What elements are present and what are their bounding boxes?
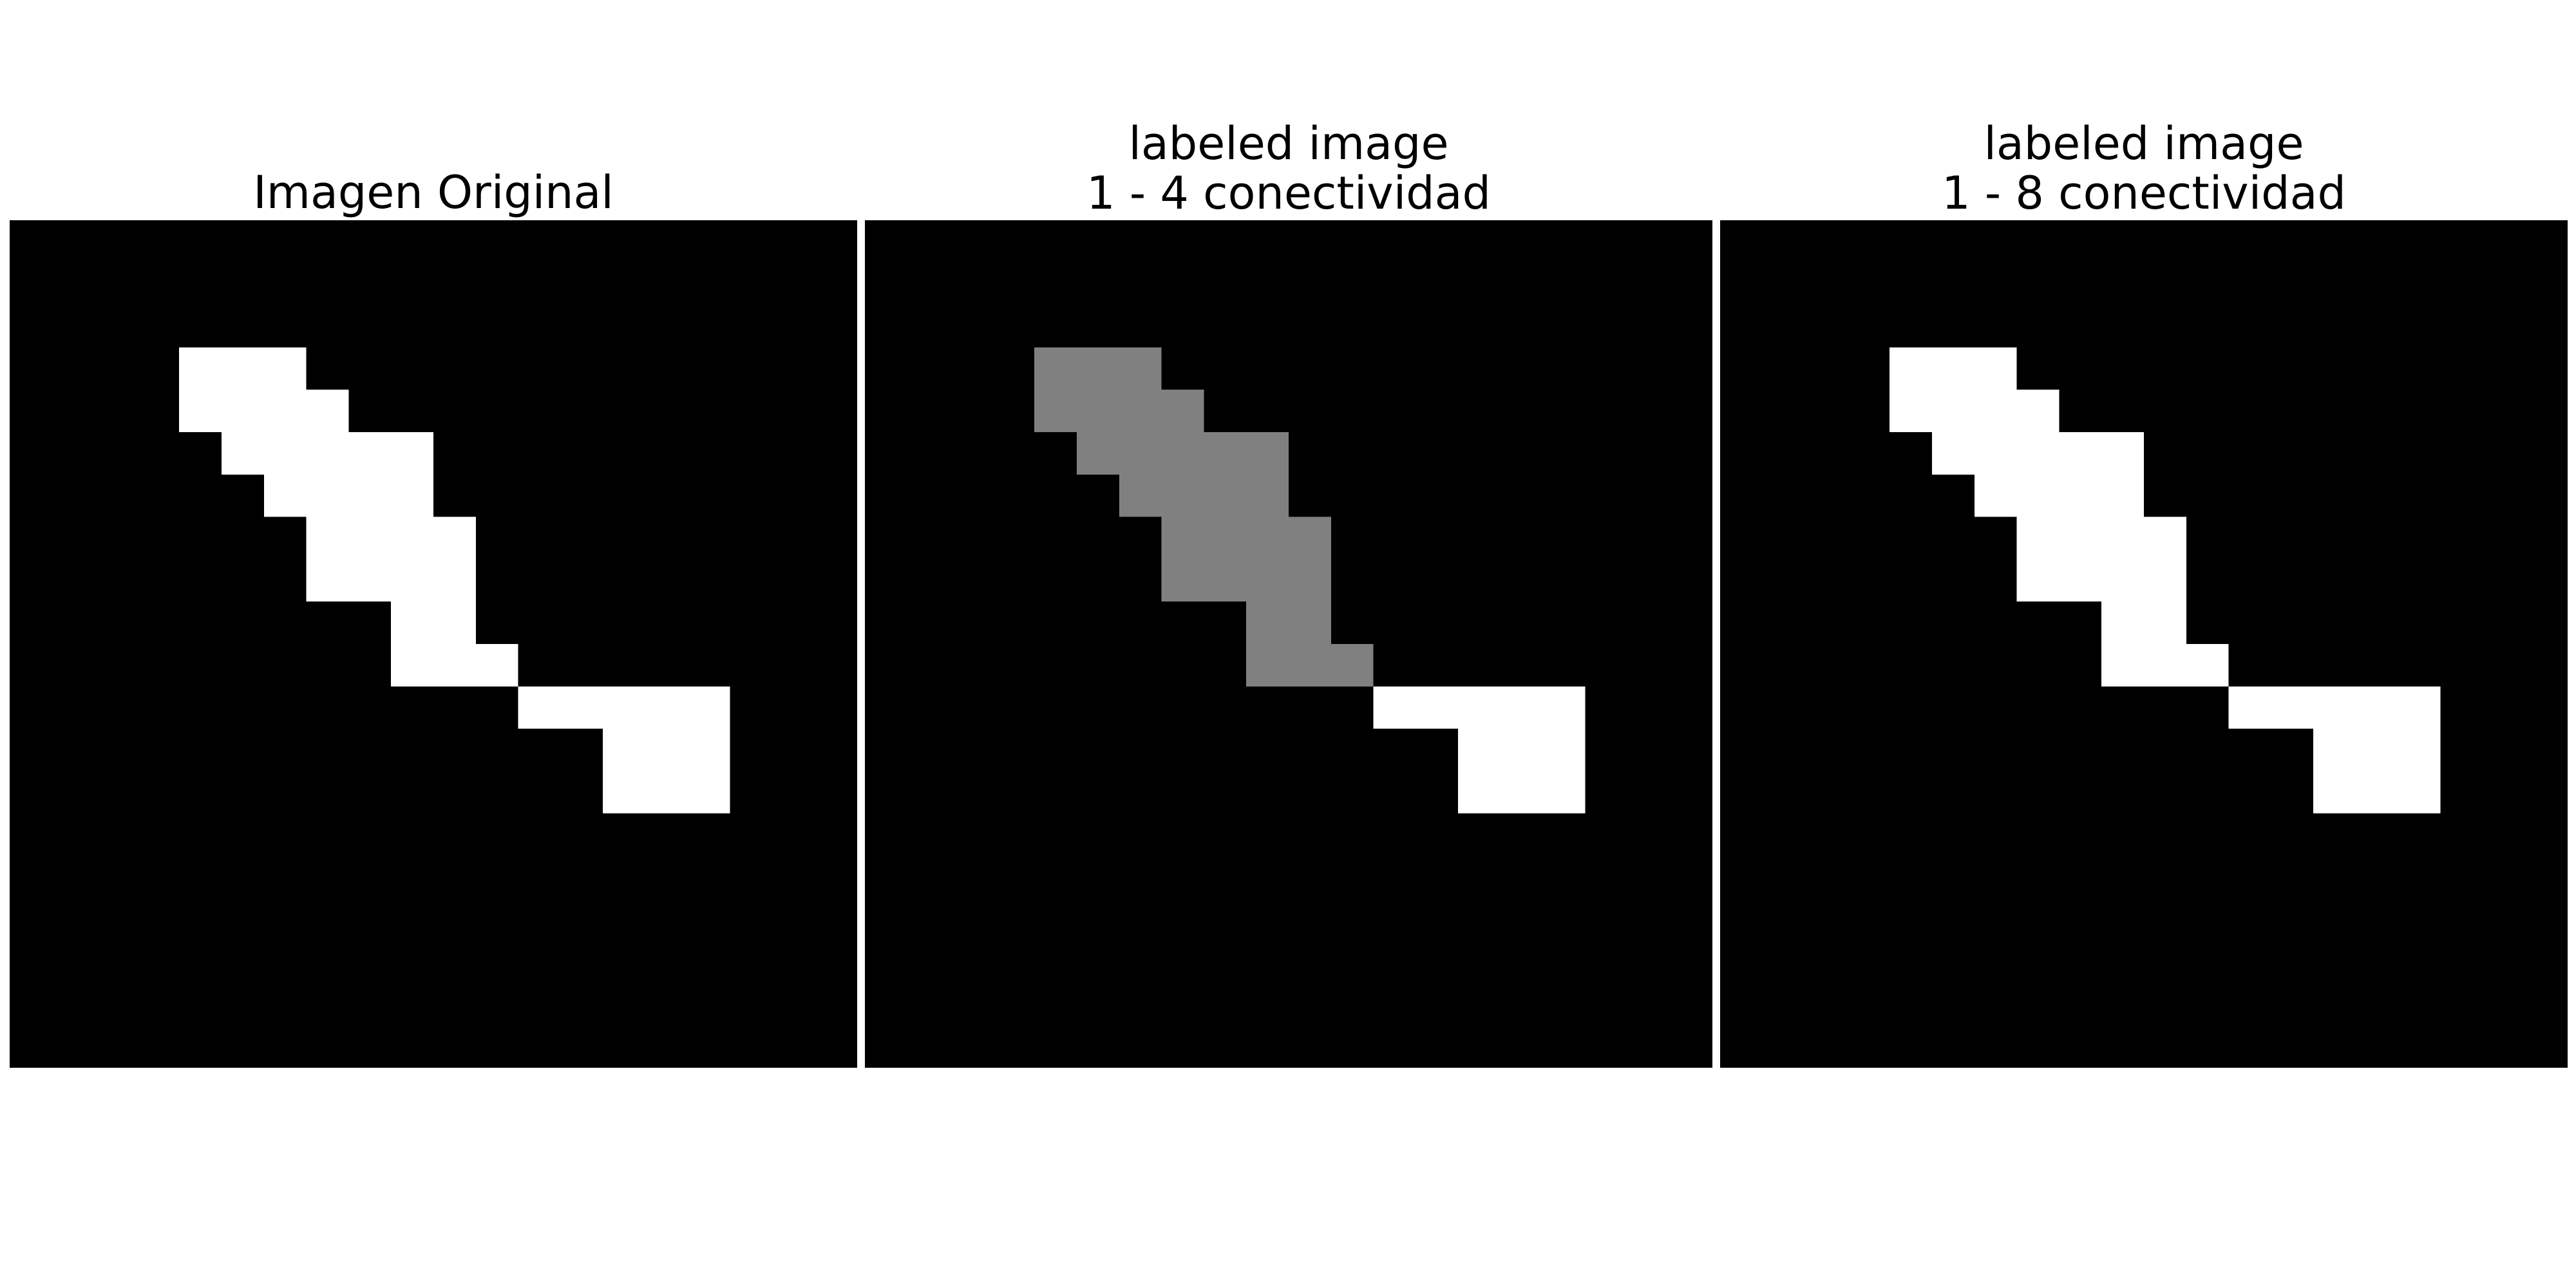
labeled-8-connectivity-panel: [1720, 220, 2568, 1068]
panel-title-line: labeled image: [1984, 117, 2304, 170]
panel-title-line: Imagen Original: [253, 166, 614, 219]
pixel-block: [1974, 474, 2144, 517]
pixel-block: [1246, 644, 1374, 687]
pixel-block: [306, 390, 349, 432]
pixel-block: [2016, 516, 2186, 602]
pixel-block: [391, 601, 476, 644]
pixel-block: [1889, 347, 2017, 432]
pixel-block: [2101, 601, 2186, 644]
panel-title-original: Imagen Original: [10, 168, 857, 218]
pixel-block: [1246, 601, 1331, 644]
original-foreground-pixels: [179, 347, 730, 814]
panel-title-line: 1 - 4 conectividad: [1086, 167, 1491, 220]
panel-title-line: labeled image: [1128, 117, 1449, 170]
pixel-block: [1077, 432, 1289, 475]
panel-title-8-connectivity: labeled image 1 - 8 conectividad: [1720, 119, 2568, 218]
pixel-block: [306, 516, 476, 602]
pixel-block: [2228, 686, 2441, 729]
pixel-block: [2313, 728, 2441, 814]
pixel-block: [2016, 390, 2060, 432]
pixel-block: [1119, 474, 1289, 517]
panel-title-line: 1 - 8 conectividad: [1942, 167, 2346, 220]
pixel-block: [179, 347, 307, 432]
original-image-panel: [10, 220, 857, 1068]
panel-title-4-connectivity: labeled image 1 - 4 conectividad: [865, 119, 1712, 218]
pixel-block: [2101, 644, 2229, 687]
pixel-block: [391, 644, 518, 687]
original-image-grid: [179, 347, 730, 814]
pixel-block: [1932, 432, 2144, 475]
pixel-block: [1458, 728, 1586, 814]
label-region-2: [1373, 686, 1586, 814]
labeled-8-grid: [1889, 347, 2441, 814]
pixel-block: [518, 686, 730, 729]
pixel-block: [603, 728, 730, 814]
pixel-block: [222, 432, 433, 475]
pixel-block: [1161, 390, 1204, 432]
labeled-4-grid: [1034, 347, 1586, 814]
label-region-1: [1889, 347, 2441, 814]
labeled-4-connectivity-panel: [865, 220, 1712, 1068]
pixel-block: [263, 474, 433, 517]
label-region-1: [1034, 347, 1374, 687]
pixel-block: [1373, 686, 1586, 729]
pixel-block: [1161, 516, 1331, 602]
pixel-block: [1034, 347, 1162, 432]
